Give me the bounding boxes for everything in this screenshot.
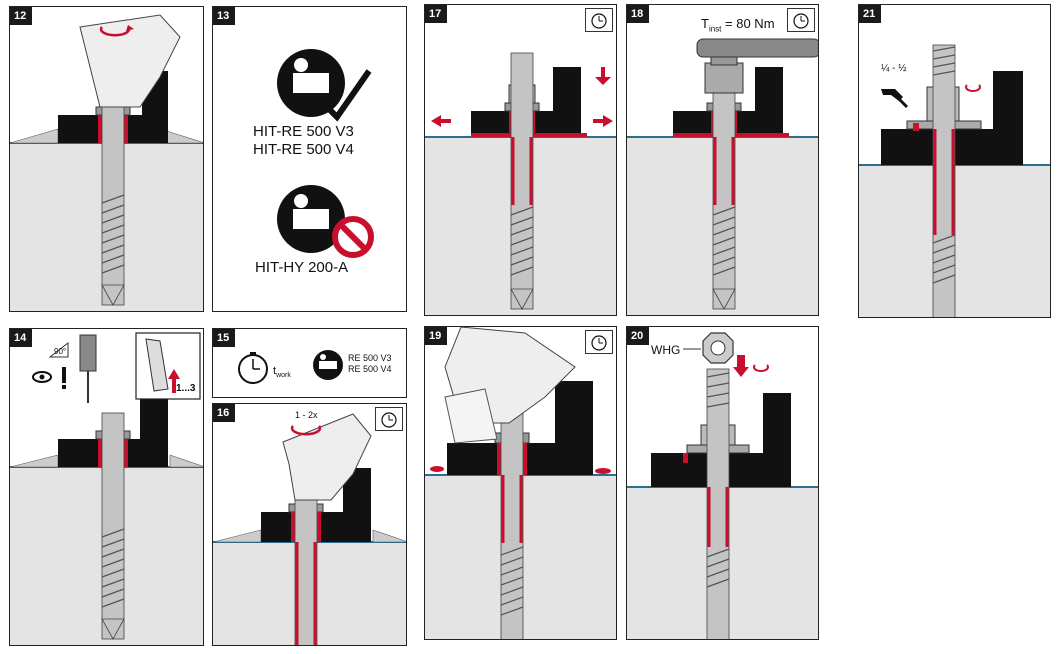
step-12-illustration bbox=[10, 14, 203, 311]
step-12-panel: 12 bbox=[9, 6, 204, 312]
work-time-subscript: work bbox=[276, 372, 291, 380]
step-number: 17 bbox=[425, 5, 448, 23]
step-number: 13 bbox=[213, 7, 236, 25]
stopwatch-icon bbox=[585, 8, 613, 32]
torque-value: = 80 Nm bbox=[725, 16, 775, 31]
step-21-illustration bbox=[859, 44, 1050, 317]
torque-label: Tinst = 80 Nm bbox=[701, 16, 775, 34]
step-17-panel: 17 bbox=[424, 4, 617, 316]
step-20-illustration bbox=[627, 332, 818, 639]
product-2: RE 500 V4 bbox=[348, 364, 392, 374]
step-16-panel: 16 1 - 2x bbox=[212, 403, 407, 646]
step-16-illustration bbox=[213, 413, 406, 645]
stopwatch-icon bbox=[585, 330, 613, 354]
step-number: 21 bbox=[859, 5, 882, 23]
step-15-panel: 15 twork RE 500 V3 RE 500 V4 bbox=[212, 328, 407, 398]
work-time-symbol: t bbox=[273, 365, 277, 377]
thread-hatching bbox=[101, 194, 125, 274]
angle-label: 90° bbox=[54, 347, 67, 356]
stopwatch-icon bbox=[375, 407, 403, 431]
step-19-illustration bbox=[425, 327, 616, 639]
product-1: RE 500 V3 bbox=[348, 353, 392, 363]
approved-product-2: HIT-RE 500 V4 bbox=[253, 141, 354, 158]
stopwatch-icon bbox=[787, 8, 815, 32]
step-17-illustration bbox=[425, 52, 616, 315]
step-number: 20 bbox=[627, 327, 650, 345]
repeat-count-label: 1...3 bbox=[176, 383, 196, 394]
step-number: 16 bbox=[213, 404, 236, 422]
step-13-panel: 13 HIT-RE 500 V3 HIT-RE 500 V4 HIT-HY 20… bbox=[212, 6, 407, 312]
step-14-illustration bbox=[10, 332, 203, 645]
step-number: 19 bbox=[425, 327, 448, 345]
not-approved-product: HIT-HY 200-A bbox=[255, 259, 349, 276]
turn-fraction-label: ¼ - ½ bbox=[881, 63, 907, 74]
work-time-icons bbox=[238, 350, 343, 384]
step-18-panel: 18 Tinst = 80 Nm bbox=[626, 4, 819, 316]
turns-label: 1 - 2x bbox=[295, 410, 318, 420]
washer-label: WHG bbox=[651, 343, 681, 357]
step-number: 15 bbox=[213, 329, 236, 347]
step-21-panel: 21 ¼ - ½ bbox=[858, 4, 1051, 318]
step-19-panel: 19 bbox=[424, 326, 617, 640]
torque-symbol: T bbox=[701, 16, 709, 31]
step-number: 12 bbox=[10, 7, 33, 25]
manual-icons bbox=[277, 49, 374, 258]
torque-subscript: inst bbox=[708, 24, 722, 34]
step-20-panel: 20 WHG bbox=[626, 326, 819, 640]
step-number: 18 bbox=[627, 5, 650, 23]
approved-product-1: HIT-RE 500 V3 bbox=[253, 123, 354, 140]
step-14-panel: 14 90° 1...3 bbox=[9, 328, 204, 646]
step-number: 14 bbox=[10, 329, 33, 347]
step-18-illustration bbox=[627, 38, 818, 315]
work-time-label: twork bbox=[273, 365, 291, 379]
